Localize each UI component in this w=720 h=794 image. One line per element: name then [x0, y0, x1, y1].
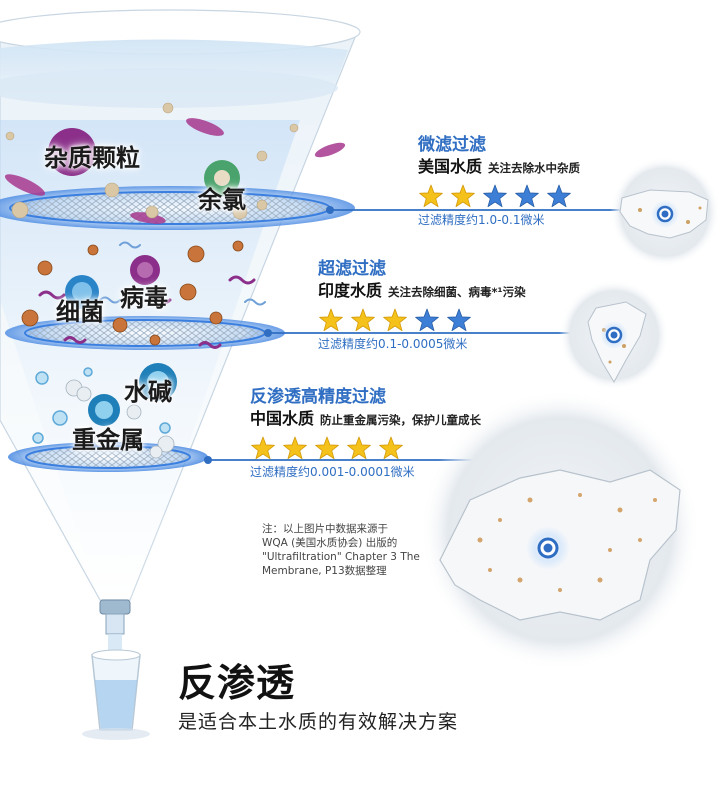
star-empty-icon: [415, 308, 439, 332]
filter-title: 反渗透高精度过滤: [250, 387, 386, 407]
star-filled-icon: [283, 436, 307, 460]
filter-region: 美国水质: [418, 157, 483, 176]
filter-title: 微滤过滤: [418, 135, 486, 155]
star-filled-icon: [315, 436, 339, 460]
filter-title: 超滤过滤: [318, 259, 386, 279]
source-note: 注：以上图片中数据来源于 WQA (美国水质协会) 出版的 "Ultrafilt…: [262, 522, 432, 578]
label-virus: 病毒: [120, 284, 168, 312]
filter-region-line: 中国水质防止重金属污染，保护儿童成长: [250, 408, 481, 431]
filter-desc: 防止重金属污染，保护儿童成长: [320, 413, 482, 427]
filter-region-line: 印度水质关注去除细菌、病毒*¹污染: [318, 280, 526, 303]
label-heavy-metal: 重金属: [72, 426, 144, 454]
filter-desc: 关注去除水中杂质: [488, 161, 581, 175]
filter-region: 印度水质: [318, 281, 383, 300]
star-filled-icon: [319, 308, 343, 332]
label-impurities: 杂质颗粒: [44, 144, 140, 172]
filter-block-ultrafiltration: 超滤过滤 印度水质关注去除细菌、病毒*¹污染 过滤精度约0.1-0.0005微米: [318, 258, 526, 353]
filter-desc: 关注去除细菌、病毒*¹污染: [388, 285, 526, 299]
star-filled-icon: [251, 436, 275, 460]
conclusion-subtitle: 是适合本土水质的有效解决方案: [178, 711, 459, 733]
filter-region-line: 美国水质关注去除水中杂质: [418, 156, 580, 179]
note-line: "Ultrafiltration" Chapter 3 The: [262, 551, 420, 563]
star-filled-icon: [351, 308, 375, 332]
label-chlorine: 余氯: [198, 186, 246, 214]
label-alkali: 水碱: [124, 378, 172, 406]
star-filled-icon: [383, 308, 407, 332]
star-empty-icon: [515, 184, 539, 208]
note-line: Membrane, P13数据整理: [262, 565, 387, 577]
star-rating: [250, 433, 481, 463]
star-empty-icon: [483, 184, 507, 208]
filter-region: 中国水质: [250, 409, 315, 428]
label-bacteria: 细菌: [56, 298, 104, 326]
filter-precision: 过滤精度约0.1-0.0005微米: [318, 337, 468, 351]
filter-block-reverse-osmosis: 反渗透高精度过滤 中国水质防止重金属污染，保护儿童成长 过滤精度约0.001-0…: [250, 386, 481, 481]
star-filled-icon: [419, 184, 443, 208]
note-line: WQA (美国水质协会) 出版的: [262, 537, 398, 549]
conclusion-title: 反渗透: [178, 661, 296, 705]
star-rating: [418, 181, 580, 211]
filter-precision: 过滤精度约1.0-0.1微米: [418, 213, 545, 227]
star-empty-icon: [447, 308, 471, 332]
star-empty-icon: [547, 184, 571, 208]
note-line: 注：以上图片中数据来源于: [262, 523, 388, 535]
filter-block-microfiltration: 微滤过滤 美国水质关注去除水中杂质 过滤精度约1.0-0.1微米: [418, 134, 580, 229]
star-filled-icon: [379, 436, 403, 460]
star-filled-icon: [347, 436, 371, 460]
star-filled-icon: [451, 184, 475, 208]
filter-precision: 过滤精度约0.001-0.0001微米: [250, 465, 415, 479]
star-rating: [318, 305, 526, 335]
